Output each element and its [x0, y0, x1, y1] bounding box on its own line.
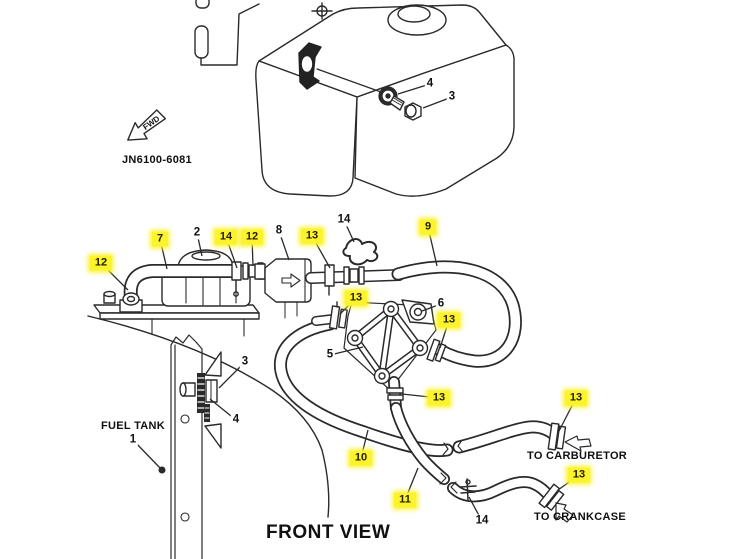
highlighted-callout-13-11: 13	[344, 290, 368, 306]
callout-14-21: 14	[473, 514, 491, 528]
highlighted-callout-13-8: 13	[300, 228, 324, 244]
crankcase-flow-arrow	[555, 502, 574, 523]
callout-1-18: 1	[127, 433, 139, 447]
front-view-title: FRONT VIEW	[266, 522, 391, 543]
highlighted-callout-12-6: 12	[240, 229, 264, 245]
highlighted-callout-14-5: 14	[214, 229, 238, 245]
highlighted-callout-7-3: 7	[151, 231, 169, 247]
highlighted-callout-11-20: 11	[394, 492, 416, 508]
tank-panel-art	[170, 334, 222, 559]
engine-body-outline	[87, 315, 330, 518]
highlighted-callout-13-23: 13	[567, 467, 591, 483]
leader-dot-1	[158, 466, 166, 474]
hose-11-art	[390, 402, 574, 523]
drawing-number: JN6100-6081	[122, 154, 192, 166]
leader-line-5	[329, 346, 364, 356]
highlighted-callout-10-19: 10	[349, 450, 373, 466]
to-carburetor-label: TO CARBURETOR	[527, 450, 628, 462]
callout-2-4: 2	[191, 226, 203, 240]
fwd-arrow: FWD	[127, 109, 167, 141]
callout-3-1: 3	[446, 90, 458, 104]
callout-4-17: 4	[230, 413, 242, 427]
callout-6-12: 6	[435, 297, 447, 311]
highlighted-callout-12-2: 12	[89, 255, 113, 271]
callout-8-7: 8	[273, 224, 285, 238]
bracket-art	[311, 299, 437, 414]
fuel-pump-art	[93, 238, 405, 337]
highlighted-callout-13-15: 13	[427, 390, 451, 406]
highlighted-callout-13-13: 13	[437, 312, 461, 328]
carburetor-flow-arrow	[564, 435, 592, 452]
callout-5-14: 5	[324, 348, 336, 362]
fuel-tank-art	[194, 0, 515, 197]
callout-14-9: 14	[335, 213, 353, 227]
leader-line-4	[397, 83, 431, 95]
fuel-tank-label: FUEL TANK	[101, 420, 166, 432]
callout-3-16: 3	[239, 355, 251, 369]
callout-4-0: 4	[424, 77, 436, 91]
to-crankcase-label: TO CRANKCASE	[534, 511, 627, 523]
highlighted-callout-13-22: 13	[564, 390, 588, 406]
hose-9-art	[391, 260, 522, 368]
highlighted-callout-9-10: 9	[419, 219, 437, 235]
